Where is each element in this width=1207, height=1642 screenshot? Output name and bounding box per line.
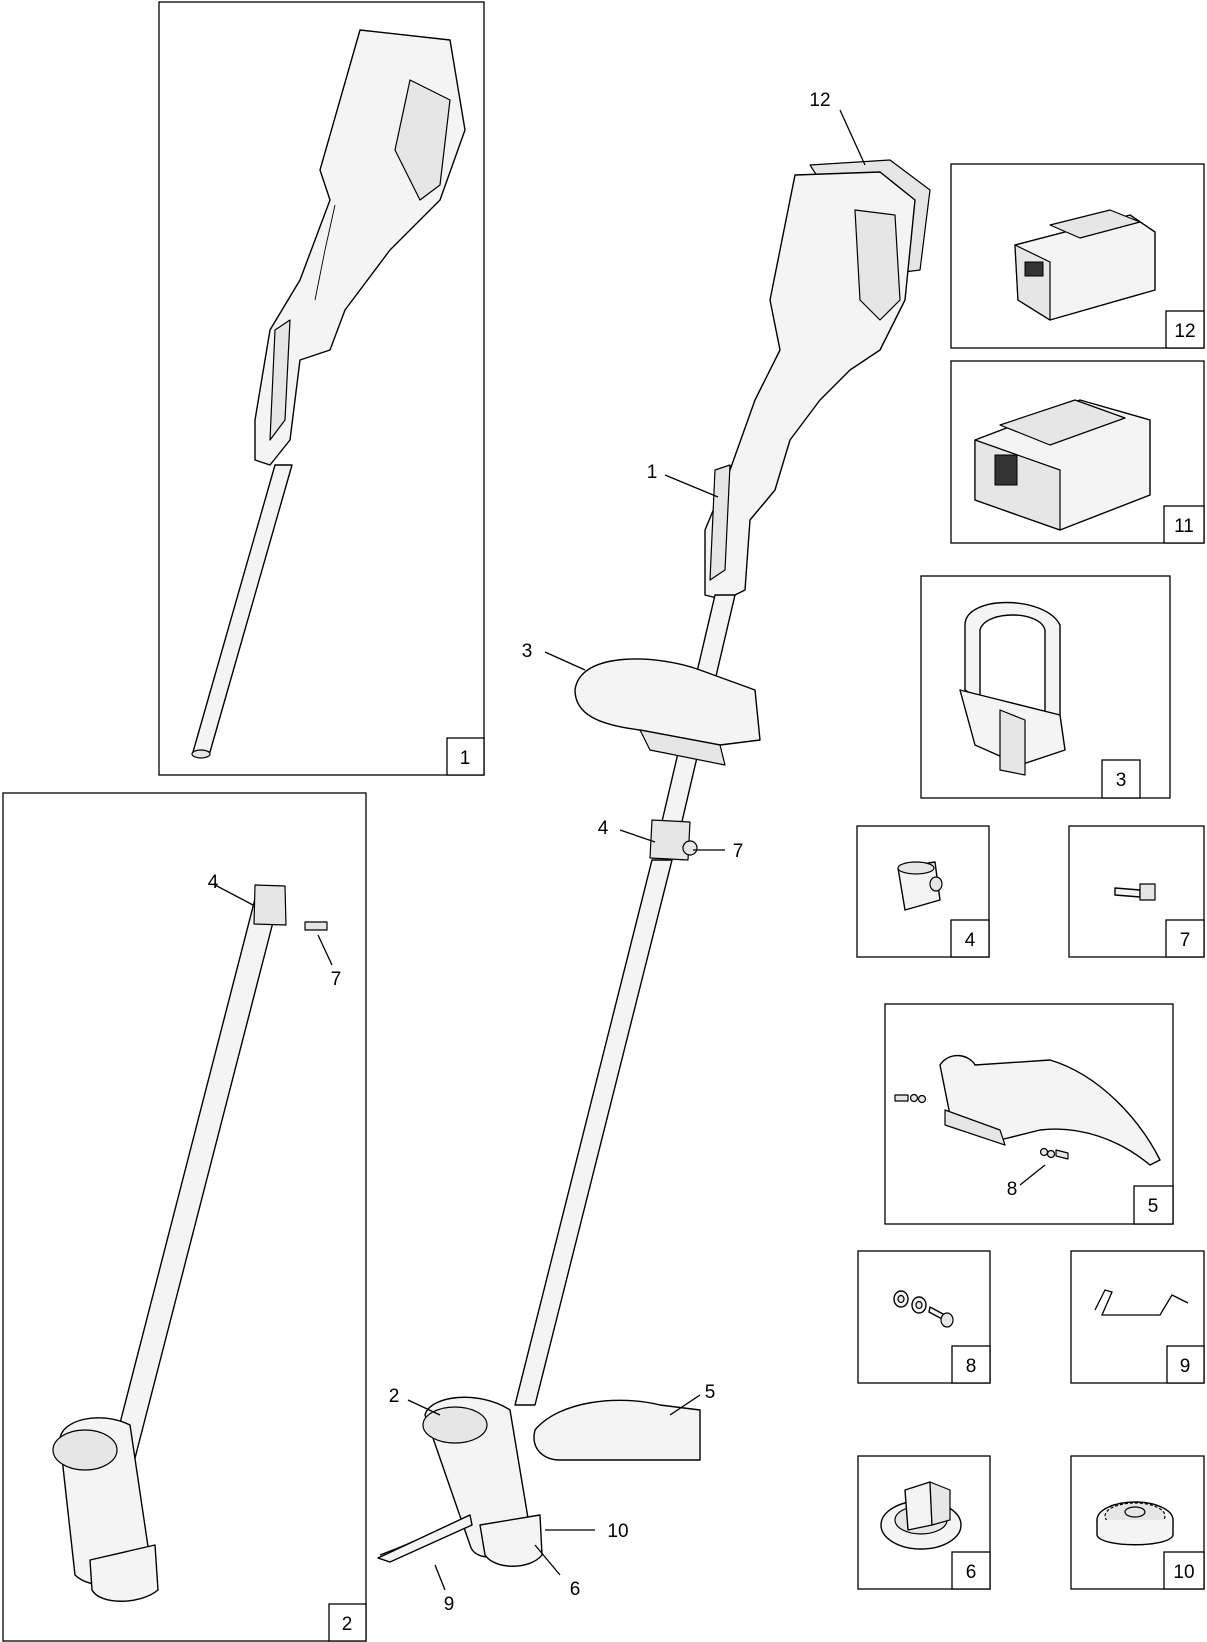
box-number: 10 — [1173, 1562, 1194, 1583]
box-number: 11 — [1174, 516, 1194, 537]
part-box-7[interactable]: 7 — [1068, 825, 1205, 958]
box-number: 6 — [966, 1562, 977, 1583]
callout-label: 12 — [809, 90, 830, 111]
part-box-4[interactable]: 4 — [856, 825, 990, 958]
callout-label: 4 — [208, 872, 219, 893]
callout-label: 7 — [733, 841, 744, 862]
part-box-1[interactable]: 1 — [158, 1, 485, 776]
part-box-3[interactable]: 3 — [920, 575, 1171, 799]
callout-label: 8 — [1007, 1179, 1018, 1200]
box-number: 1 — [460, 748, 471, 769]
box-number: 9 — [1180, 1356, 1191, 1377]
part-box-8[interactable]: 8 — [857, 1250, 991, 1384]
part-box-2[interactable]: 4 7 2 — [2, 792, 367, 1642]
callout-label: 2 — [389, 1386, 400, 1407]
callout-label: 5 — [705, 1382, 716, 1403]
assembled-trimmer: 12 1 3 4 7 2 5 10 6 9 — [377, 90, 931, 1615]
box-number: 2 — [342, 1614, 353, 1635]
part-box-12[interactable]: 12 — [950, 163, 1205, 349]
callout-label: 10 — [607, 1521, 628, 1542]
box-number: 3 — [1116, 770, 1127, 791]
part-box-9[interactable]: 9 — [1070, 1250, 1205, 1384]
box-number: 4 — [965, 930, 976, 951]
part-box-10[interactable]: 10 — [1070, 1455, 1205, 1590]
callout-label: 1 — [647, 462, 658, 483]
callout-label: 3 — [522, 641, 533, 662]
part-box-5[interactable]: 8 5 — [884, 1003, 1174, 1225]
box-number: 12 — [1174, 321, 1195, 342]
callout-label: 4 — [598, 818, 609, 839]
box-number: 8 — [966, 1356, 977, 1377]
part-box-11[interactable]: 11 — [950, 360, 1205, 544]
part-box-6[interactable]: 6 — [857, 1455, 991, 1590]
callout-label: 6 — [570, 1579, 581, 1600]
callout-label: 7 — [331, 969, 342, 990]
box-number: 5 — [1148, 1196, 1159, 1217]
box-number: 7 — [1180, 930, 1191, 951]
callout-label: 9 — [444, 1594, 455, 1615]
